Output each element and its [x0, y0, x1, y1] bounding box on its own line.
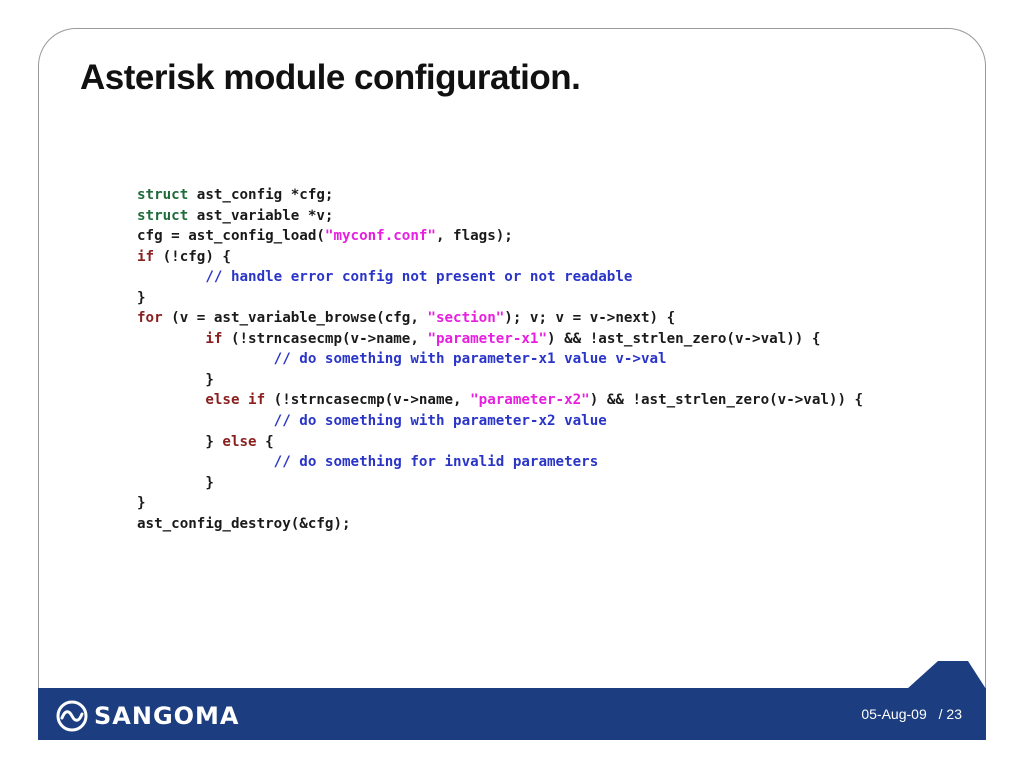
code-line: ast_config_destroy(&cfg); [137, 514, 863, 535]
code-comment: // do something with parameter-x1 value … [273, 351, 667, 368]
code-text [137, 392, 205, 408]
code-text: cfg = ast_config_load( [137, 228, 325, 245]
code-line: } [137, 493, 863, 514]
code-block: struct ast_config *cfg;struct ast_variab… [137, 185, 863, 534]
code-keyword: struct [137, 207, 189, 224]
code-string: "parameter-x1" [427, 330, 548, 347]
code-string: "myconf.conf" [324, 228, 436, 245]
code-text: { [256, 433, 274, 450]
code-line: struct ast_config *cfg; [137, 185, 863, 206]
code-line: } else { [137, 432, 863, 453]
code-text: } [137, 433, 223, 450]
code-text [137, 413, 274, 429]
sangoma-wave-icon [56, 700, 88, 732]
footer-page-number: 23 [946, 706, 962, 722]
code-text: ast_variable *v; [188, 207, 334, 224]
code-text [137, 269, 205, 285]
code-string: "section" [427, 310, 505, 327]
code-text: (!strncasecmp(v->name, [222, 330, 428, 347]
code-line: } [137, 288, 863, 309]
code-line: // handle error config not present or no… [137, 267, 863, 288]
logo-text: SANGOMA [94, 702, 240, 730]
sangoma-logo: SANGOMA [56, 700, 240, 732]
code-text: } [137, 371, 214, 388]
code-line: } [137, 473, 863, 494]
code-text: (!cfg) { [154, 248, 231, 265]
slide-title: Asterisk module configuration. [80, 58, 581, 97]
code-line: // do something with parameter-x1 value … [137, 349, 863, 370]
code-text [137, 454, 274, 470]
code-keyword: struct [137, 187, 189, 203]
code-line: for (v = ast_variable_browse(cfg, "secti… [137, 308, 863, 329]
code-text: ) && !ast_strlen_zero(v->val)) { [589, 392, 864, 409]
code-line: } [137, 370, 863, 391]
code-line: cfg = ast_config_load("myconf.conf", fla… [137, 226, 863, 247]
code-line: else if (!strncasecmp(v->name, "paramete… [137, 390, 863, 411]
code-line: // do something for invalid parameters [137, 452, 863, 473]
code-text: ast_config_destroy(&cfg); [137, 515, 351, 532]
footer-date: 05-Aug-09 [861, 706, 927, 722]
code-text: } [137, 289, 146, 306]
code-text: ast_config *cfg; [188, 187, 334, 203]
code-keyword: else if [205, 392, 266, 409]
code-text: (v = ast_variable_browse(cfg, [162, 310, 428, 327]
code-comment: // do something with parameter-x2 value [273, 413, 607, 430]
code-text [137, 351, 274, 367]
code-text: ); v; v = v->next) { [504, 310, 676, 327]
code-keyword: else [222, 433, 257, 450]
code-text: } [137, 474, 214, 491]
code-line: struct ast_variable *v; [137, 206, 863, 227]
code-keyword: for [137, 310, 163, 327]
code-keyword: if [137, 248, 155, 265]
footer-bar [38, 688, 986, 740]
code-comment: // do something for invalid parameters [273, 454, 599, 471]
code-line: if (!strncasecmp(v->name, "parameter-x1"… [137, 329, 863, 350]
code-comment: // handle error config not present or no… [205, 269, 633, 286]
code-text: } [137, 495, 146, 512]
code-text [137, 331, 205, 347]
footer-page-sep: / [938, 706, 943, 722]
code-keyword: if [205, 330, 223, 347]
code-text: ) && !ast_strlen_zero(v->val)) { [547, 330, 821, 347]
code-line: // do something with parameter-x2 value [137, 411, 863, 432]
slide-frame [38, 28, 986, 740]
code-text: , flags); [435, 228, 513, 245]
footer-page-info: 05-Aug-09 / 23 [861, 706, 962, 722]
code-line: if (!cfg) { [137, 247, 863, 268]
code-text: (!strncasecmp(v->name, [265, 392, 471, 409]
code-string: "parameter-x2" [470, 392, 590, 409]
